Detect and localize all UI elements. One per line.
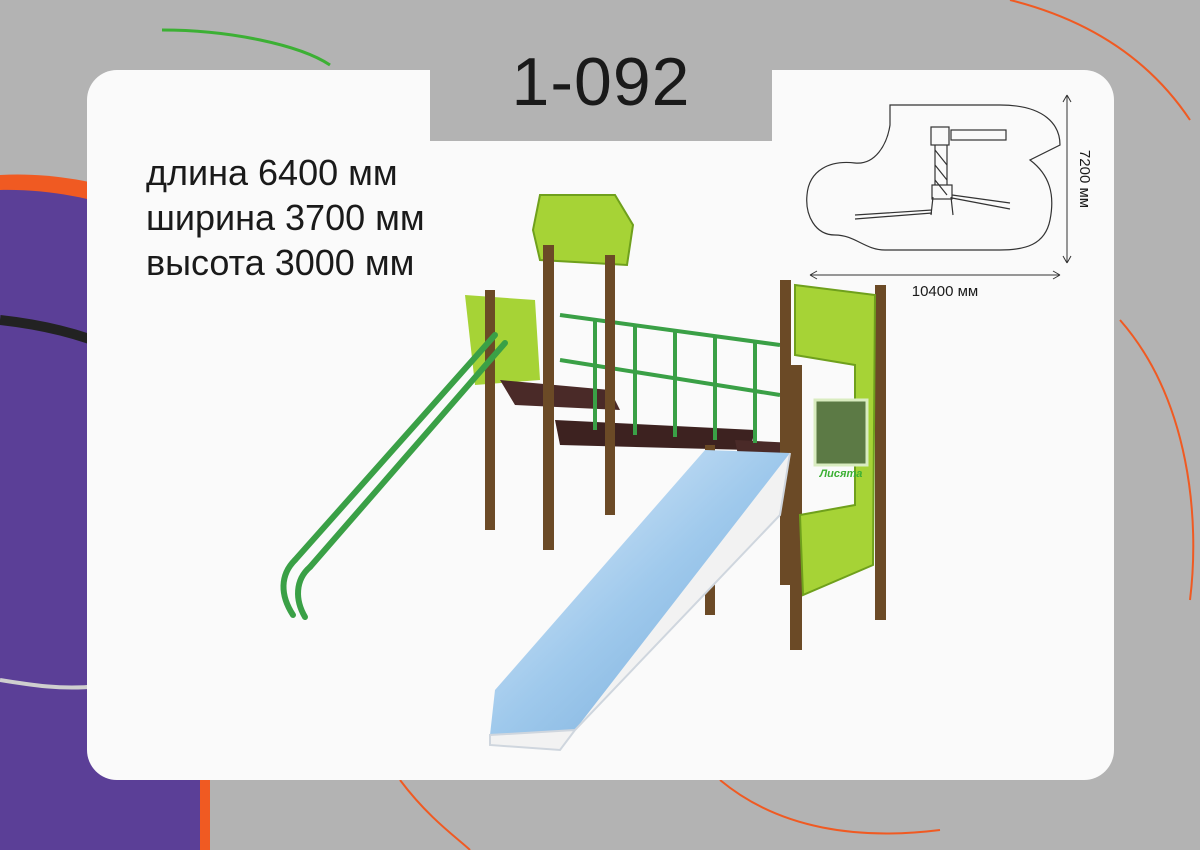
deck-main [500, 380, 620, 410]
handrail-ends [280, 557, 313, 620]
plan-depth-label: 7200 мм [1076, 150, 1093, 208]
bridge-rail [559, 313, 781, 443]
plan-equipment [854, 126, 1011, 220]
roof-panel [531, 194, 635, 267]
side-panel-right [794, 283, 877, 597]
fox-sign [813, 398, 869, 467]
plan-diagram: 10400 мм 7200 мм [806, 94, 1093, 300]
handrail-left [292, 332, 508, 570]
support-posts [485, 245, 886, 650]
product-code: 1-092 [511, 43, 691, 120]
dimension-lines [809, 94, 1072, 280]
slide-chute [490, 450, 790, 735]
sign-text: Лисята [819, 468, 863, 480]
slide-edge [489, 452, 791, 752]
dimension-specs: длина 6400 мм ширина 3700 мм высота 3000… [146, 150, 425, 285]
spec-length: длина 6400 мм [146, 152, 398, 193]
safety-zone-outline [806, 104, 1061, 251]
spec-width: ширина 3700 мм [146, 197, 425, 238]
playground-illustration: Лисята [280, 194, 886, 752]
title-tab: 1-092 [430, 28, 772, 141]
back-panel-left [465, 295, 540, 385]
deck-bridge [555, 420, 755, 450]
spec-height: высота 3000 мм [146, 242, 415, 283]
plan-width-label: 10400 мм [912, 283, 979, 300]
